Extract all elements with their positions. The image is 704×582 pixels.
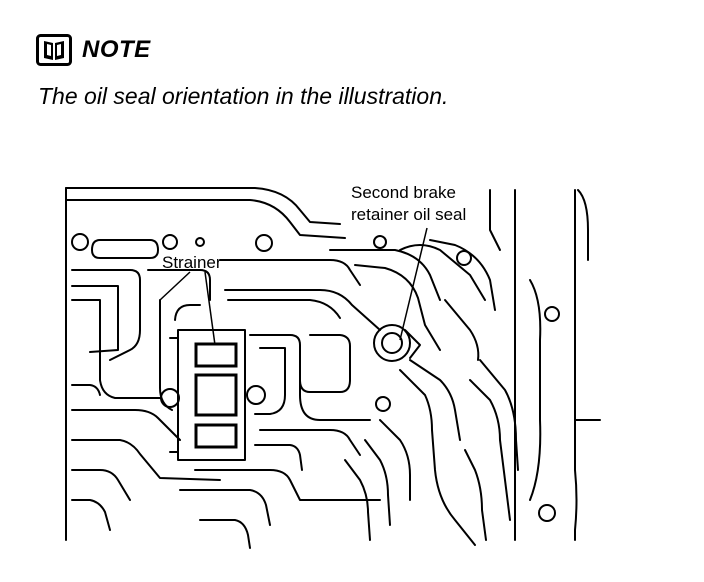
- strainer-opening: [194, 423, 238, 449]
- seal-callout-line1: Second brake: [351, 183, 456, 202]
- strainer-opening: [194, 373, 238, 417]
- manual-book-icon: [36, 34, 72, 66]
- seal-leader-line: [399, 227, 428, 341]
- strainer-leader-line: [204, 271, 216, 346]
- seal-callout-line2: retainer oil seal: [351, 205, 466, 224]
- note-label: NOTE: [82, 36, 151, 63]
- strainer-callout: Strainer: [162, 253, 222, 272]
- note-text: The oil seal orientation in the illustra…: [38, 83, 449, 109]
- note-header: NOTE: [36, 34, 151, 66]
- strainer-opening: [194, 342, 238, 368]
- strainer-leader-line: [159, 271, 191, 301]
